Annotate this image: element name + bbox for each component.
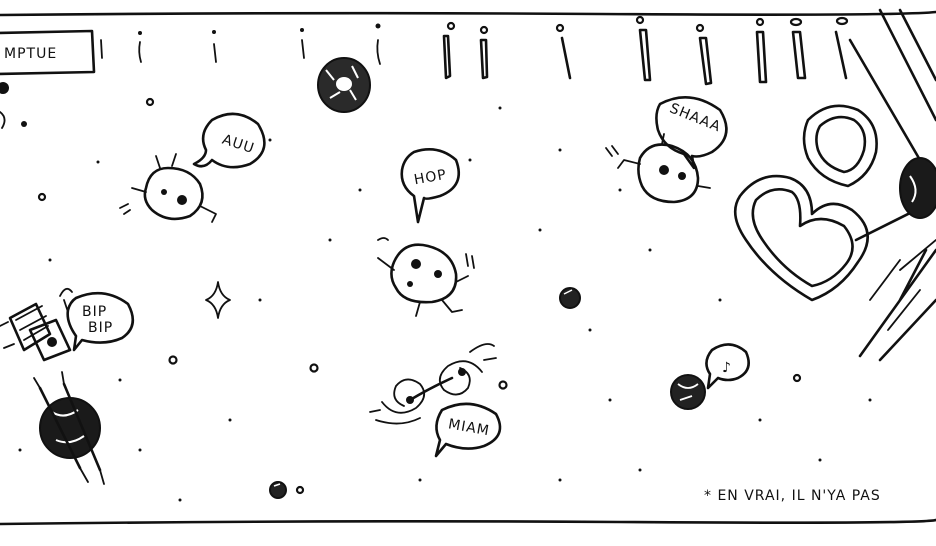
tiny-moon: [0, 111, 6, 129]
bubble-text-auu: AUU: [220, 132, 256, 157]
falling-streaks: [100, 15, 849, 86]
tiny-planet: [21, 121, 27, 127]
tiny-dark-planet: [269, 481, 287, 499]
panel-top-border: [0, 10, 936, 17]
footnote: * EN VRAI, IL N'YA PAS: [704, 488, 881, 504]
speech-bubble-auu: AUU: [192, 112, 266, 169]
spiral-galaxy: [369, 343, 497, 425]
bubble-text-hop: HOP: [413, 167, 448, 188]
big-loop-trail: [733, 8, 936, 362]
dark-planet: [33, 371, 105, 485]
speech-bubble-bip: BIP BIP: [66, 291, 135, 352]
sparkle-star: [205, 281, 231, 319]
creature-hop: [377, 237, 475, 317]
panel-bottom-border: [0, 518, 936, 526]
tiny-planet: [0, 82, 9, 94]
bubble-text-bip-1: BIP: [82, 304, 107, 320]
speech-bubble-hop: HOP: [400, 148, 461, 224]
caption-box: MPTUE: [0, 29, 96, 76]
bubble-text-bip-2: BIP: [88, 320, 113, 336]
bubble-text-note: ♪: [722, 360, 732, 376]
creature-auu: [119, 153, 217, 223]
star-field: [18, 97, 872, 502]
donut-asteroid: [317, 57, 371, 113]
bubble-text-miam: MIAM: [447, 416, 491, 439]
small-planet: [559, 287, 581, 309]
music-planet: [670, 374, 706, 410]
satellite: [0, 287, 73, 362]
speech-bubble-miam: MIAM: [434, 402, 502, 458]
caption-text: MPTUE: [4, 46, 57, 62]
speech-bubble-note: ♪: [705, 343, 750, 390]
speech-bubble-shaaa: SHAAA: [655, 95, 728, 170]
